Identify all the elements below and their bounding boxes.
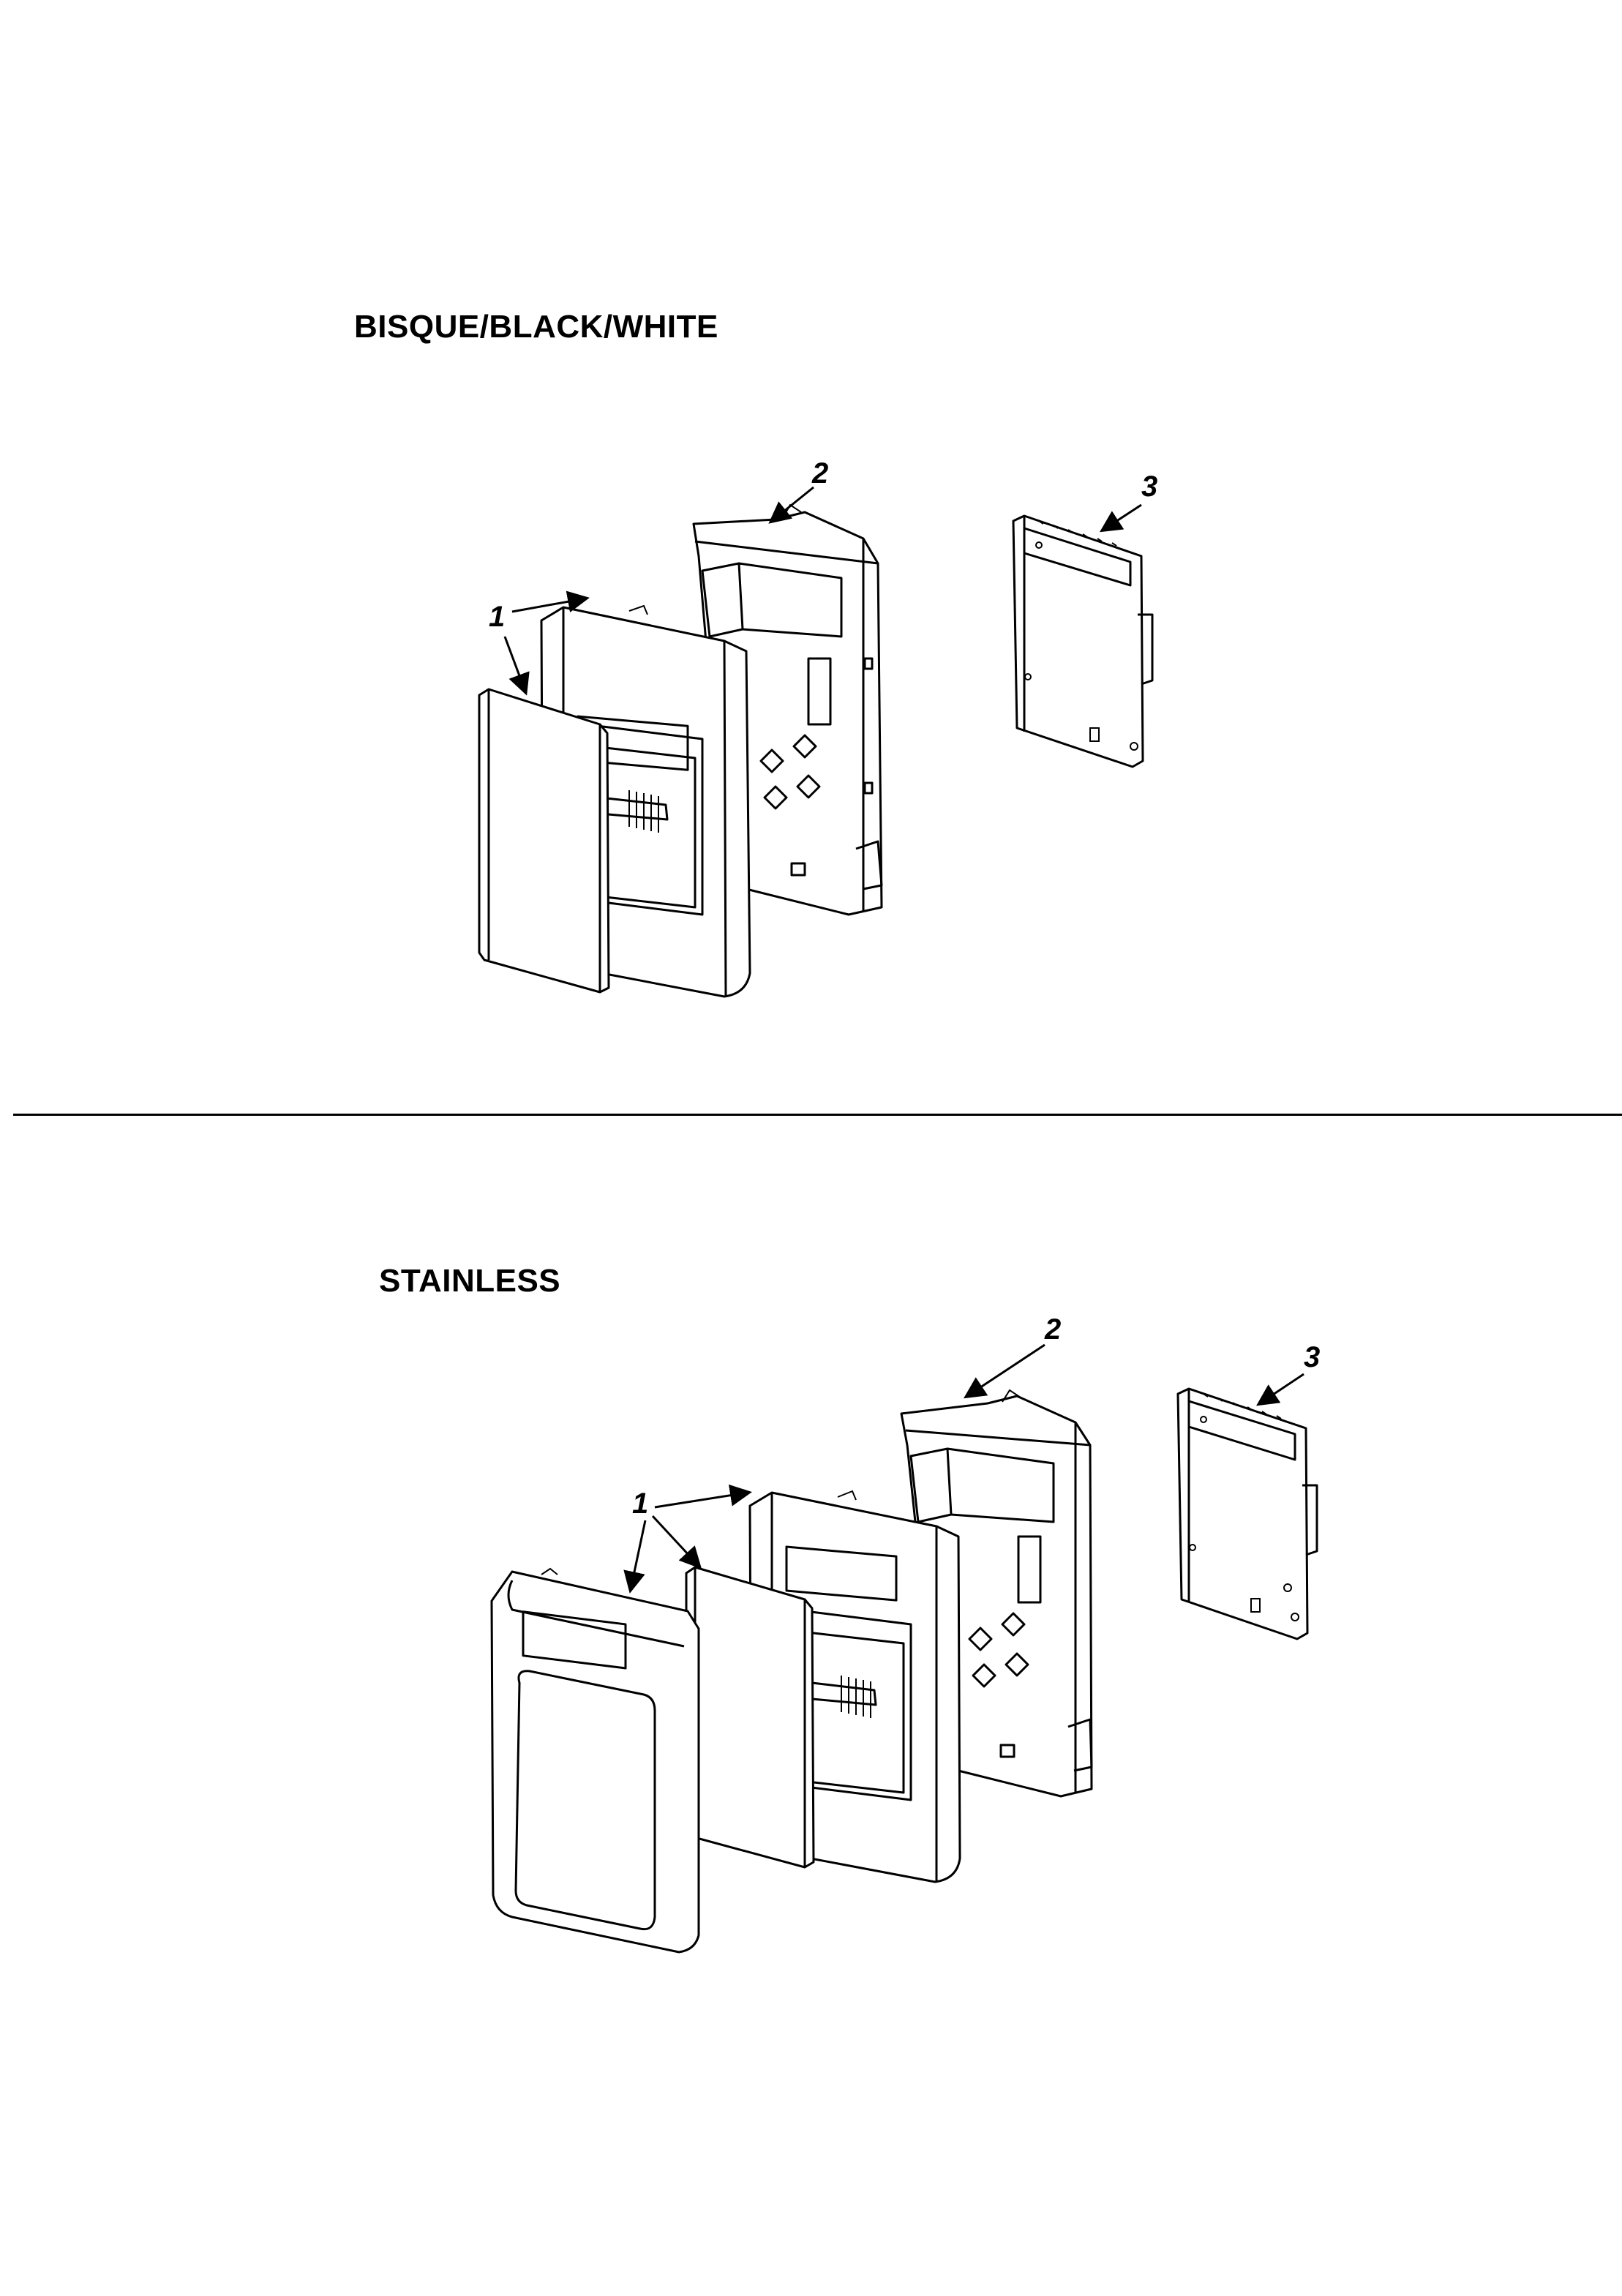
callout-label-2: 2 [1044, 1313, 1061, 1346]
callout-label-1: 1 [632, 1487, 648, 1520]
part-3-control-board-stainless [1176, 1387, 1318, 1640]
part-1-overlay-panel-stainless [685, 1566, 815, 1869]
callout-2-bottom: 2 [963, 1313, 1061, 1399]
section-title-stainless: STAINLESS [379, 1263, 561, 1299]
callout-label-2: 2 [811, 457, 828, 489]
section-title-bisque-black-white: BISQUE/BLACK/WHITE [354, 309, 718, 345]
callout-label-3: 3 [1141, 470, 1157, 503]
callout-3-top: 3 [1099, 470, 1157, 533]
bisque-assembly: 1 2 3 [478, 457, 1157, 998]
section-divider [13, 1114, 1622, 1116]
part-1-stainless-front-panel [490, 1567, 700, 1954]
callout-1-bottom: 1 [623, 1484, 752, 1594]
callout-2-top: 2 [768, 457, 828, 524]
stainless-assembly: 1 2 3 [490, 1313, 1320, 1954]
callout-3-bottom: 3 [1256, 1341, 1320, 1406]
callout-label-1: 1 [489, 601, 505, 633]
callout-1-top: 1 [489, 590, 590, 696]
part-3-control-board [1012, 514, 1154, 768]
part-1-overlay-panel [478, 688, 610, 994]
callout-label-3: 3 [1304, 1341, 1320, 1373]
